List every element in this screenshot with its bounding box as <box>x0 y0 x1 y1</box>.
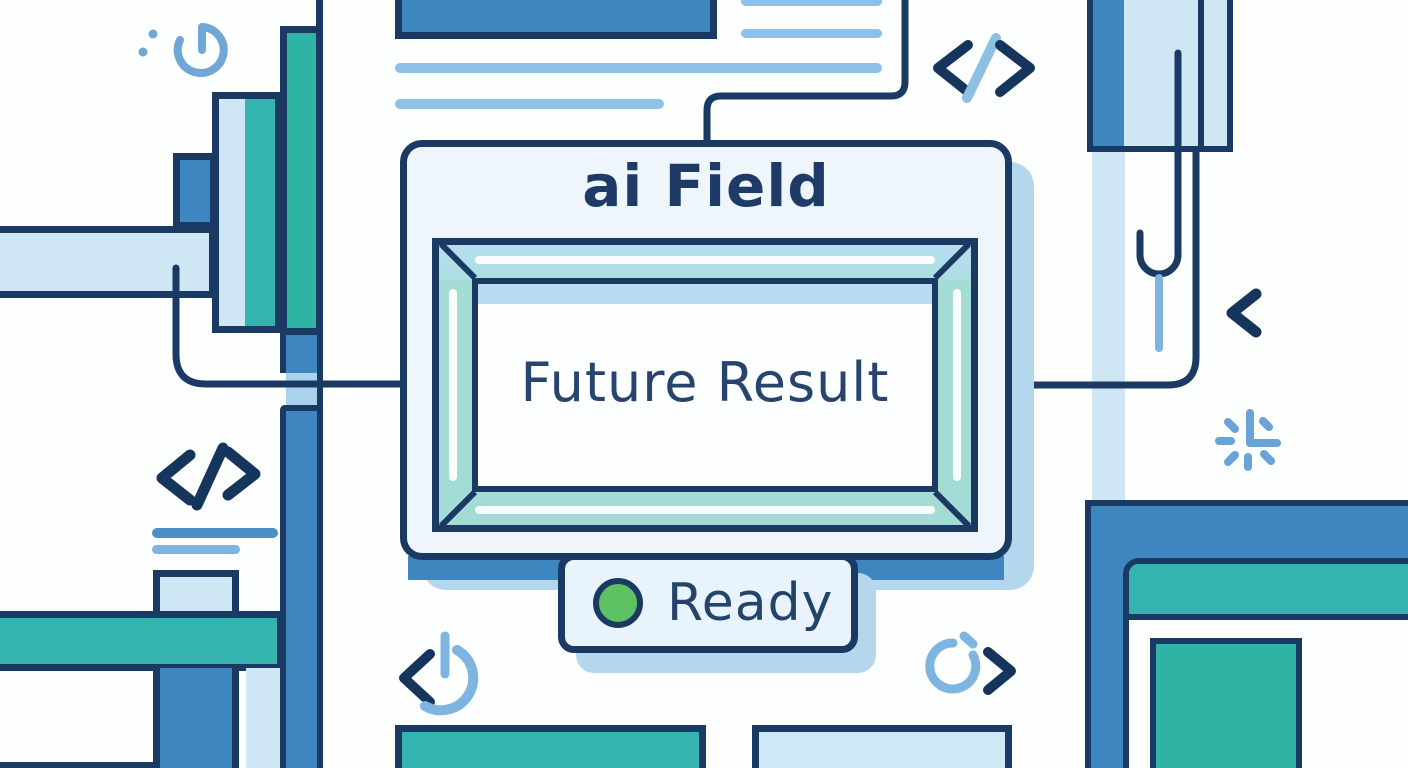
clock-icon <box>138 23 228 77</box>
text-line-short <box>395 99 664 109</box>
text-line-small-1 <box>741 0 882 6</box>
text-line-small-2 <box>741 29 882 38</box>
pale-connector-column <box>1092 152 1125 502</box>
pale-horizontal-bar <box>0 226 216 298</box>
frame-miter-tl <box>438 241 478 281</box>
status-badge: Ready <box>558 553 858 653</box>
bottom-left-rule <box>0 762 153 768</box>
result-screen: Future Result <box>472 278 938 492</box>
panel-divider <box>1198 0 1204 146</box>
tall-blue-bar <box>280 405 323 768</box>
text-line-light <box>152 545 240 554</box>
pale-column-strip <box>246 668 280 768</box>
spinner-ticks-icon <box>1215 409 1281 471</box>
text-line-long <box>395 63 882 73</box>
frame-miter-bl <box>438 489 478 529</box>
code-slash-icon-top-right <box>933 33 1035 103</box>
frame-gloss-left <box>449 289 457 481</box>
bar-segment-pale <box>286 373 317 406</box>
bottom-pale-rect <box>752 725 1012 768</box>
frame-gloss-bottom <box>475 506 935 514</box>
frame-gloss-right <box>953 289 961 481</box>
frame-miter-tr <box>932 241 972 281</box>
connector-top-to-card <box>703 0 909 148</box>
document-header-block <box>395 0 717 39</box>
blue-column <box>153 668 239 768</box>
paperclip-hook-line <box>1136 49 1182 352</box>
top-right-panel <box>1087 0 1233 152</box>
window-title-bar <box>1129 564 1408 620</box>
screen-top-strip <box>478 284 932 304</box>
teal-horizontal-bar <box>0 611 284 671</box>
panel-blue-stripe <box>1093 0 1124 146</box>
small-blue-rect <box>173 153 217 229</box>
chevron-left-icon <box>1226 288 1262 338</box>
power-chevron-icon <box>399 631 479 716</box>
status-dot <box>593 578 643 628</box>
bar-segment-blue <box>280 335 323 373</box>
status-label: Ready <box>667 573 834 633</box>
frame-gloss-top <box>475 256 935 264</box>
bar-chart-tall-bar <box>280 26 323 335</box>
window-teal-block <box>1150 638 1302 768</box>
refresh-chevron-icon <box>925 631 1016 695</box>
connector-left-to-card <box>172 264 410 388</box>
screen-text: Future Result <box>520 350 890 414</box>
frame-miter-br <box>932 489 972 529</box>
connector-right-to-card <box>1014 150 1200 389</box>
result-screen-frame: Future Result <box>432 238 978 532</box>
card-title: ai Field <box>582 152 830 220</box>
bottom-teal-rect <box>395 725 706 768</box>
code-slash-icon-left <box>156 442 261 511</box>
text-line-dark <box>152 528 278 538</box>
